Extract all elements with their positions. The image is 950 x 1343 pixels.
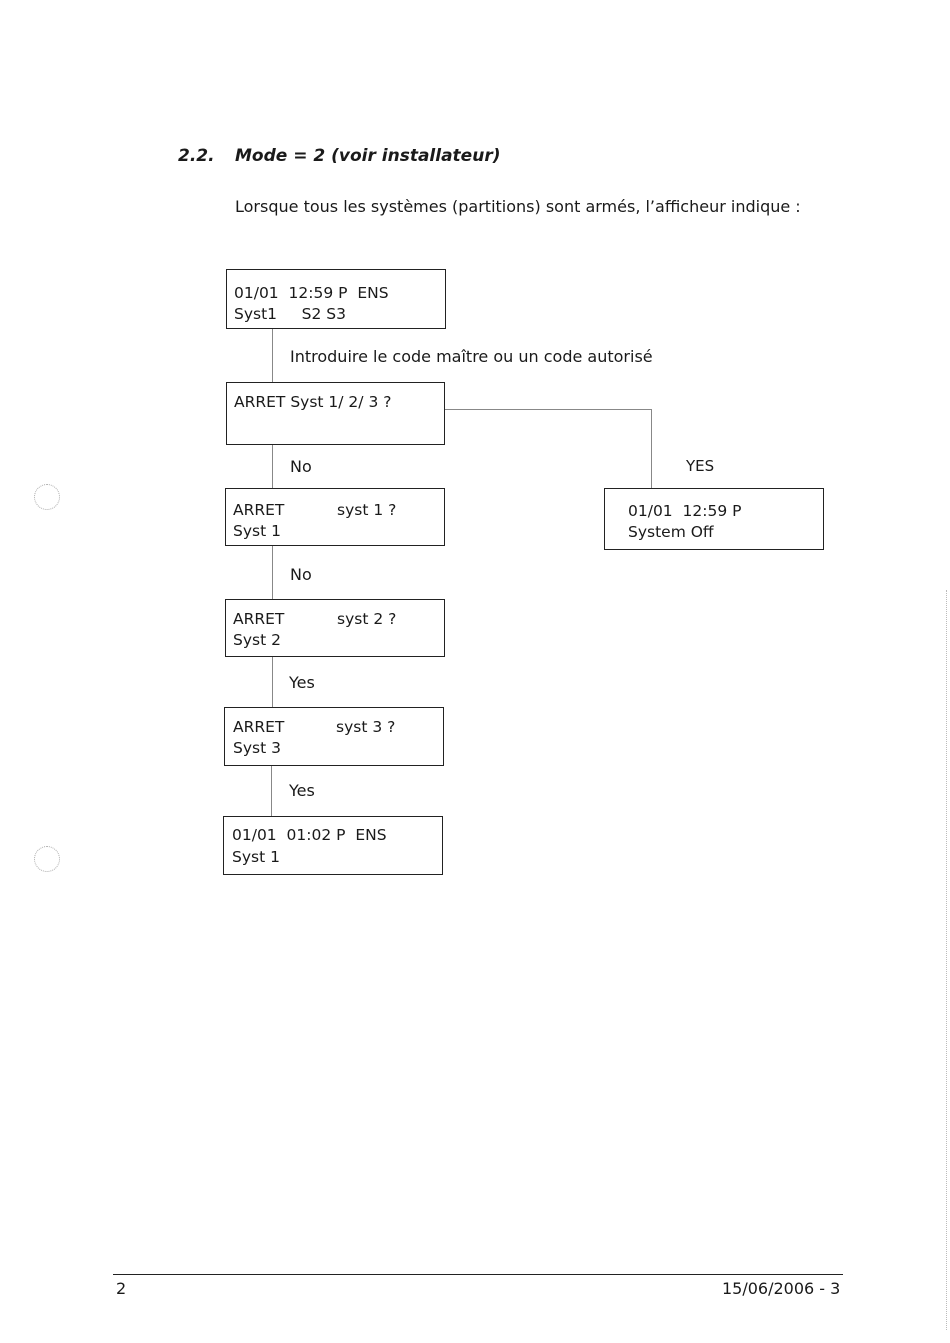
lcd-screen-final: 01/01 01:02 P ENS Syst 1 [223, 816, 443, 875]
intro-text: Lorsque tous les systèmes (partitions) s… [235, 197, 801, 216]
punch-hole-icon [34, 846, 60, 872]
connector-arret-to-syst1 [272, 445, 273, 488]
lcd-screen-system-off: 01/01 12:59 P System Off [604, 488, 824, 550]
connector-syst1-to-syst2 [272, 546, 273, 599]
section-title: Mode = 2 (voir installateur) [235, 146, 501, 166]
lcd-line-2: System Off [628, 523, 714, 541]
lcd-screen-arret-syst2: ARRET syst 2 ? Syst 2 [225, 599, 445, 657]
label-yes-2: Yes [289, 781, 315, 800]
connector-yes-horizontal [445, 409, 652, 410]
lcd-line-1: ARRET Syst 1/ 2/ 3 ? [234, 393, 392, 411]
lcd-line-2: Syst1 S2 S3 [234, 305, 346, 323]
lcd-line-2: Syst 1 [233, 522, 281, 540]
lcd-line-1: ARRET [233, 610, 285, 628]
lcd-line-1: ARRET [233, 718, 285, 736]
connector-syst3-to-final [271, 766, 272, 816]
lcd-line-2: Syst 1 [232, 848, 280, 866]
label-no-1: No [290, 457, 312, 476]
label-yes-1: Yes [289, 673, 315, 692]
lcd-line-1: 01/01 12:59 P ENS [234, 284, 389, 302]
punch-hole-icon [34, 484, 60, 510]
step-enter-code: Introduire le code maître ou un code aut… [290, 347, 653, 366]
lcd-line-2: Syst 3 [233, 739, 281, 757]
lcd-screen-initial: 01/01 12:59 P ENS Syst1 S2 S3 [226, 269, 446, 329]
label-yes-all: YES [686, 457, 715, 475]
lcd-line-1: 01/01 01:02 P ENS [232, 826, 387, 844]
lcd-line-1-right: syst 3 ? [336, 718, 396, 736]
lcd-line-1: 01/01 12:59 P [628, 502, 742, 520]
scan-edge [946, 590, 947, 1330]
label-no-2: No [290, 565, 312, 584]
lcd-screen-arret-syst3: ARRET syst 3 ? Syst 3 [224, 707, 444, 766]
lcd-screen-arret-syst1: ARRET syst 1 ? Syst 1 [225, 488, 445, 546]
lcd-line-1: ARRET [233, 501, 285, 519]
lcd-line-2: Syst 2 [233, 631, 281, 649]
section-number: 2.2. [178, 146, 215, 166]
footer-rule [113, 1274, 843, 1275]
page-number: 2 [116, 1279, 127, 1298]
lcd-screen-arret-all: ARRET Syst 1/ 2/ 3 ? [226, 382, 445, 445]
connector-initial-to-arret [272, 329, 273, 382]
lcd-line-1-right: syst 1 ? [337, 501, 397, 519]
connector-syst2-to-syst3 [272, 657, 273, 707]
footer-date: 15/06/2006 - 3 [722, 1279, 841, 1298]
connector-yes-vertical [651, 409, 652, 488]
lcd-line-1-right: syst 2 ? [337, 610, 397, 628]
